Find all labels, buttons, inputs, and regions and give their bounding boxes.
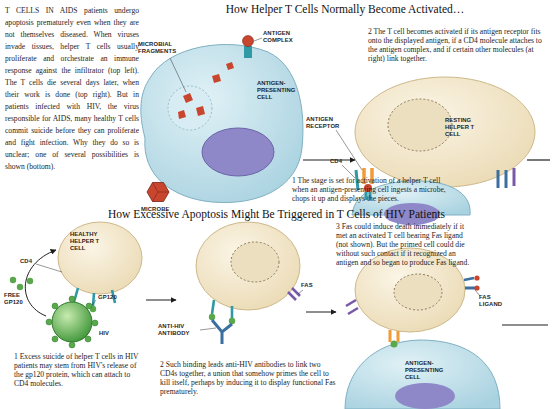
- antigen-presenting-cell: [345, 340, 500, 409]
- intro-caption: T CELLS IN AIDS patients undergo apoptos…: [5, 5, 139, 173]
- cd4-molecule: [212, 300, 232, 318]
- cell-nucleus: [395, 383, 455, 409]
- gp120: [46, 319, 52, 325]
- linking-molecule: [513, 168, 516, 186]
- flow-arrow: [306, 312, 336, 313]
- part-label: MICROBIAL FRAGMENTS: [138, 41, 186, 55]
- free-gp120: [17, 284, 23, 290]
- microbe-facet: [153, 183, 170, 202]
- microbe: [147, 183, 169, 202]
- fas-ligand: [464, 278, 475, 288]
- gp120: [86, 303, 92, 309]
- part-label: ANTI-HIV ANTIBODY: [158, 323, 202, 337]
- antigen-complex-stalk: [244, 46, 252, 58]
- leader-line: [36, 264, 62, 272]
- gp120: [69, 296, 75, 302]
- antigen-receptor: [390, 330, 398, 342]
- helper-t-cell: [196, 222, 300, 310]
- gp120: [229, 318, 235, 324]
- anti-hiv-antibody: [212, 320, 232, 344]
- step-caption: 3 Fas could induce death immediately if …: [336, 222, 470, 267]
- leader-line: [92, 300, 96, 305]
- fas-receptor: [346, 300, 358, 314]
- microbial-fragment: [226, 62, 234, 70]
- panel-continuation: [527, 159, 550, 160]
- part-label: FAS LIGAND: [479, 294, 513, 308]
- gp120: [69, 342, 75, 348]
- flow-arrow: [146, 300, 176, 301]
- leader-line: [298, 290, 303, 294]
- fas-ligand-tip: [474, 275, 479, 280]
- panel-continuation: [502, 324, 548, 325]
- gp120: [209, 314, 215, 320]
- panel-heading: How Helper T Cells Normally Become Activ…: [150, 3, 540, 16]
- helper-t-cell: [58, 222, 142, 294]
- vesicle: [168, 86, 212, 130]
- cell-nucleus: [231, 242, 279, 282]
- linking-molecule: [498, 170, 506, 188]
- step-caption: 2 Such binding leads anti-HIV antibodies…: [160, 360, 338, 396]
- microbial-fragment: [183, 93, 193, 103]
- leader-line: [200, 328, 216, 330]
- gp120: [52, 336, 58, 342]
- gp120: [52, 303, 58, 309]
- cell-node: ANTIGEN-PRESENTING CELL: [140, 40, 303, 205]
- part-label: FREE GP120: [4, 292, 32, 306]
- helper-t-cell: [355, 77, 535, 187]
- microbial-fragment: [196, 106, 205, 116]
- step-caption: 1 The stage is set for activation of a h…: [292, 176, 457, 203]
- microbial-fragment: [178, 110, 186, 119]
- part-label: ANTIGEN RECEPTOR: [306, 116, 348, 130]
- panel-heading: How Excessive Apoptosis Might Be Trigger…: [0, 208, 553, 221]
- cell-label: ANTIGEN-PRESENTING CELL: [257, 80, 301, 100]
- free-gp120: [27, 278, 33, 284]
- antigen-fragment: [243, 36, 254, 47]
- free-gp120: [10, 277, 16, 283]
- part-label: CD4: [330, 158, 350, 165]
- part-label: GP120: [98, 294, 128, 301]
- part-label: FAS: [301, 282, 321, 289]
- part-label: CD4: [20, 258, 40, 265]
- cell-node: RESTING HELPER T CELL: [355, 77, 535, 200]
- leader-line: [170, 58, 186, 92]
- cell-label: ANTIGEN-PRESENTING CELL: [405, 360, 455, 380]
- microbial-fragment: [212, 74, 221, 83]
- cell-node: HEALTHY HELPER T CELL: [58, 222, 142, 294]
- cell-node: ANTIGEN-PRESENTING CELL: [345, 338, 500, 409]
- gp120-spikes: [46, 296, 98, 348]
- step-caption: 1 Excess suicide of helper T cells in HI…: [14, 352, 144, 388]
- cell-nucleus: [394, 274, 442, 310]
- part-label: ANTIGEN COMPLEX: [263, 30, 303, 44]
- leader-line: [254, 38, 262, 41]
- cell-label: RESTING HELPER T CELL: [445, 117, 489, 137]
- fas-ligand-tip: [474, 285, 479, 290]
- gp120: [85, 336, 91, 342]
- step-caption: 2 The T cell becomes activated if its an…: [368, 27, 546, 63]
- antigen-presenting-cell: [141, 44, 303, 202]
- cell-label: HEALTHY HELPER T CELL: [70, 231, 114, 251]
- antigen-fragment: [391, 341, 398, 348]
- cell-nucleus: [202, 128, 274, 176]
- part-label: HIV: [99, 330, 119, 337]
- gp120: [92, 320, 98, 326]
- cell-nucleus: [388, 99, 452, 151]
- hiv-virus: [52, 302, 92, 342]
- flow-arrow: [303, 160, 355, 161]
